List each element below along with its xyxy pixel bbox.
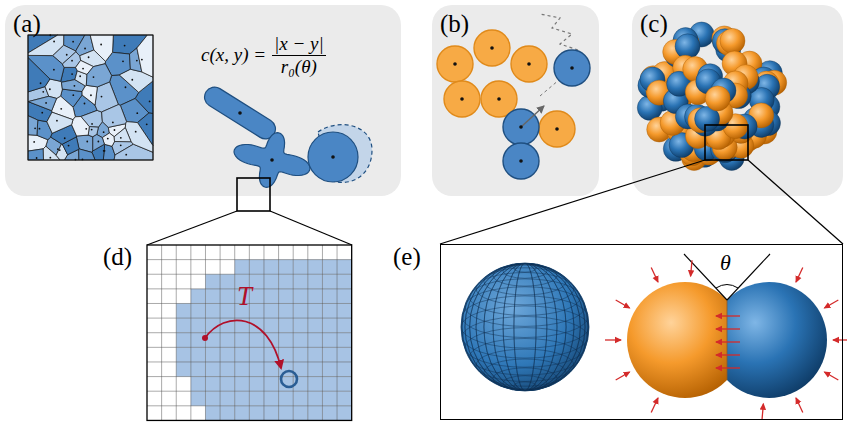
denominator: r₀(θ) <box>279 56 319 78</box>
panel-label: (c) <box>640 11 668 36</box>
panel-label: (e) <box>393 244 421 269</box>
transport-path <box>202 320 297 387</box>
particle-cluster <box>637 22 786 171</box>
cost-formula: c(x, y) = |x − y|r₀(θ) <box>201 33 326 78</box>
grid-panel: (d)T <box>147 245 352 420</box>
panel-label: (b) <box>440 11 469 36</box>
mesh-sphere <box>461 263 589 391</box>
pixel-grid <box>147 245 352 420</box>
panel-ground <box>5 5 401 196</box>
fraction: |x − y|r₀(θ) <box>272 33 326 78</box>
panel: (a) c(x, y) = |x − y|r₀(θ) <box>5 5 401 196</box>
panel: (c) <box>632 5 843 196</box>
anisotropic-shapes <box>201 83 372 187</box>
panel-ground <box>432 5 599 196</box>
fraction-bar <box>272 55 326 56</box>
panel-label: (d) <box>103 244 132 269</box>
voronoi-tessellation <box>28 34 153 160</box>
numerator: |x − y| <box>272 33 326 55</box>
panel: (b) <box>432 5 599 196</box>
zoom-box: (e)θ <box>440 244 843 420</box>
transport-map-label: T <box>237 283 252 310</box>
panel-ground <box>632 5 843 196</box>
droplet-pair <box>605 254 847 420</box>
particle-moves <box>437 14 590 179</box>
contact-angle-label: θ <box>720 252 731 274</box>
panel-label: (a) <box>13 11 41 36</box>
formula-lhs: c(x, y) = <box>201 44 266 66</box>
zoom-leader <box>147 125 843 245</box>
